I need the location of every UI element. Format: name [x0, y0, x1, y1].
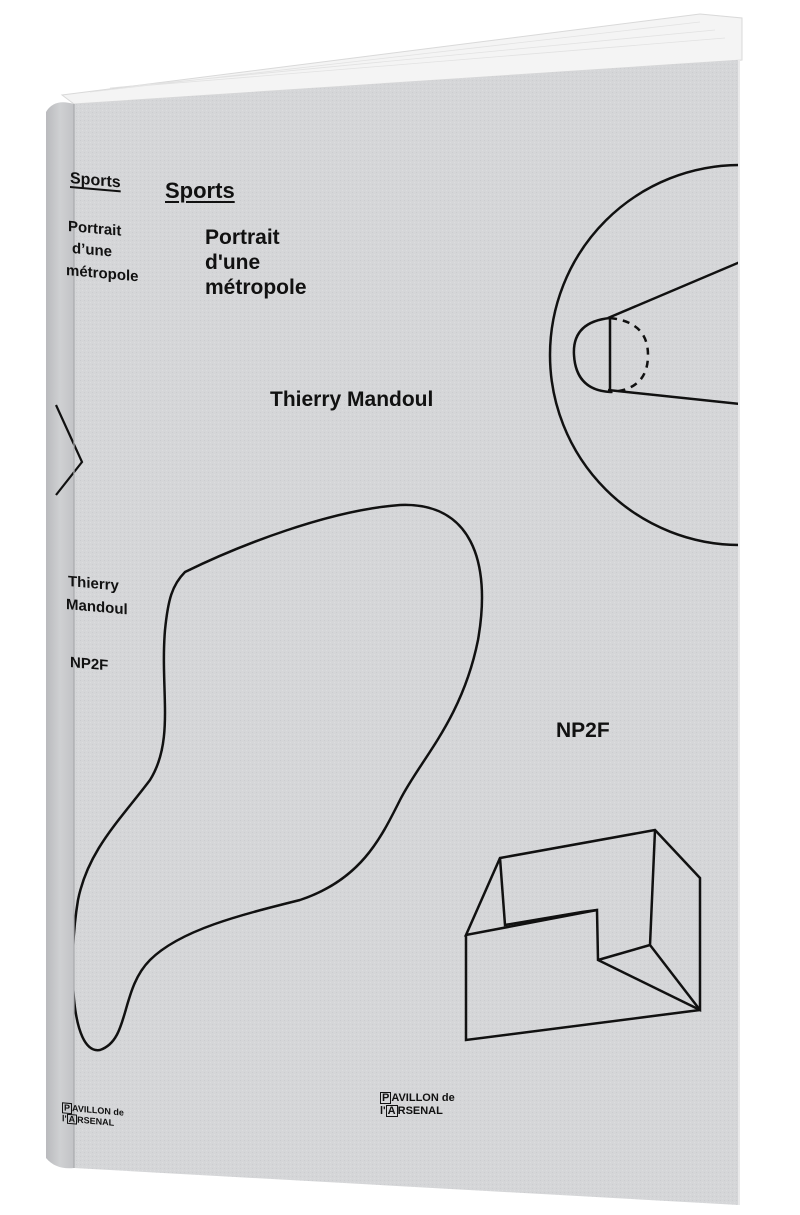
basketball-court-drawing [548, 163, 739, 547]
spine-logo-box-a: A [66, 1113, 78, 1125]
cover-title-line3: métropole [205, 276, 307, 299]
cover-series: Sports [165, 178, 235, 203]
cover-title-line2: d'une [205, 251, 261, 274]
logo-box-p: P [380, 1092, 392, 1105]
spine-triangle-drawing [54, 404, 84, 496]
logo-text-1: AVILLON de [391, 1092, 455, 1104]
cover-coauthor: NP2F [556, 719, 610, 742]
blob-outline-drawing [74, 503, 484, 1052]
cover-face [74, 60, 739, 1205]
spine-coauthor: NP2F [70, 654, 109, 675]
logo-pre-2: l' [380, 1104, 386, 1117]
spine-face [46, 102, 74, 1169]
logo-text-2: RSENAL [397, 1104, 443, 1117]
spine-title-line2: d’une [72, 240, 112, 261]
cover-author: Thierry Mandoul [270, 388, 434, 411]
box-room-drawing [463, 828, 702, 1042]
logo-box-a: A [385, 1104, 398, 1117]
cover-title-line1: Portrait [205, 226, 280, 249]
